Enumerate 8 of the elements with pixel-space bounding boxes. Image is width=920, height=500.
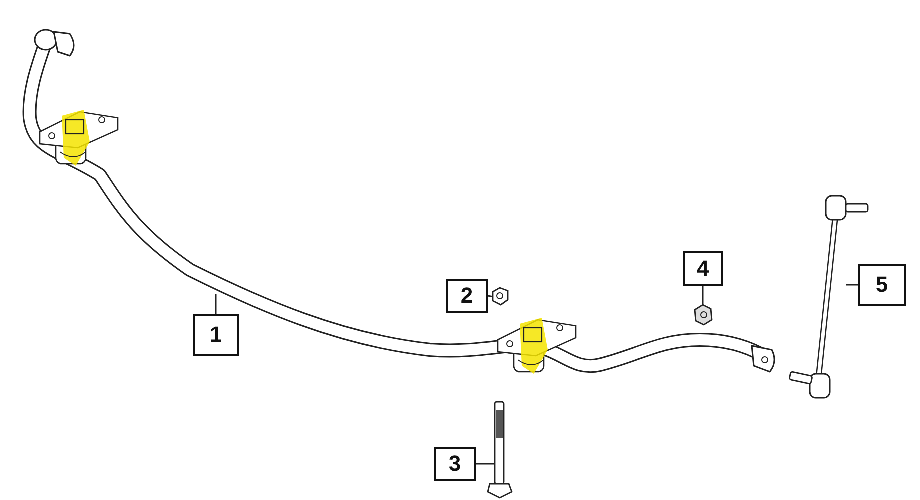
leader-line (702, 286, 704, 306)
bolt-drawing (487, 401, 513, 499)
leader-line (846, 284, 858, 286)
leader-line (476, 463, 494, 465)
callout-number: 5 (858, 264, 906, 306)
link-rod-drawing (788, 195, 869, 399)
callout-number: 3 (434, 447, 476, 481)
leader-line (215, 294, 217, 314)
